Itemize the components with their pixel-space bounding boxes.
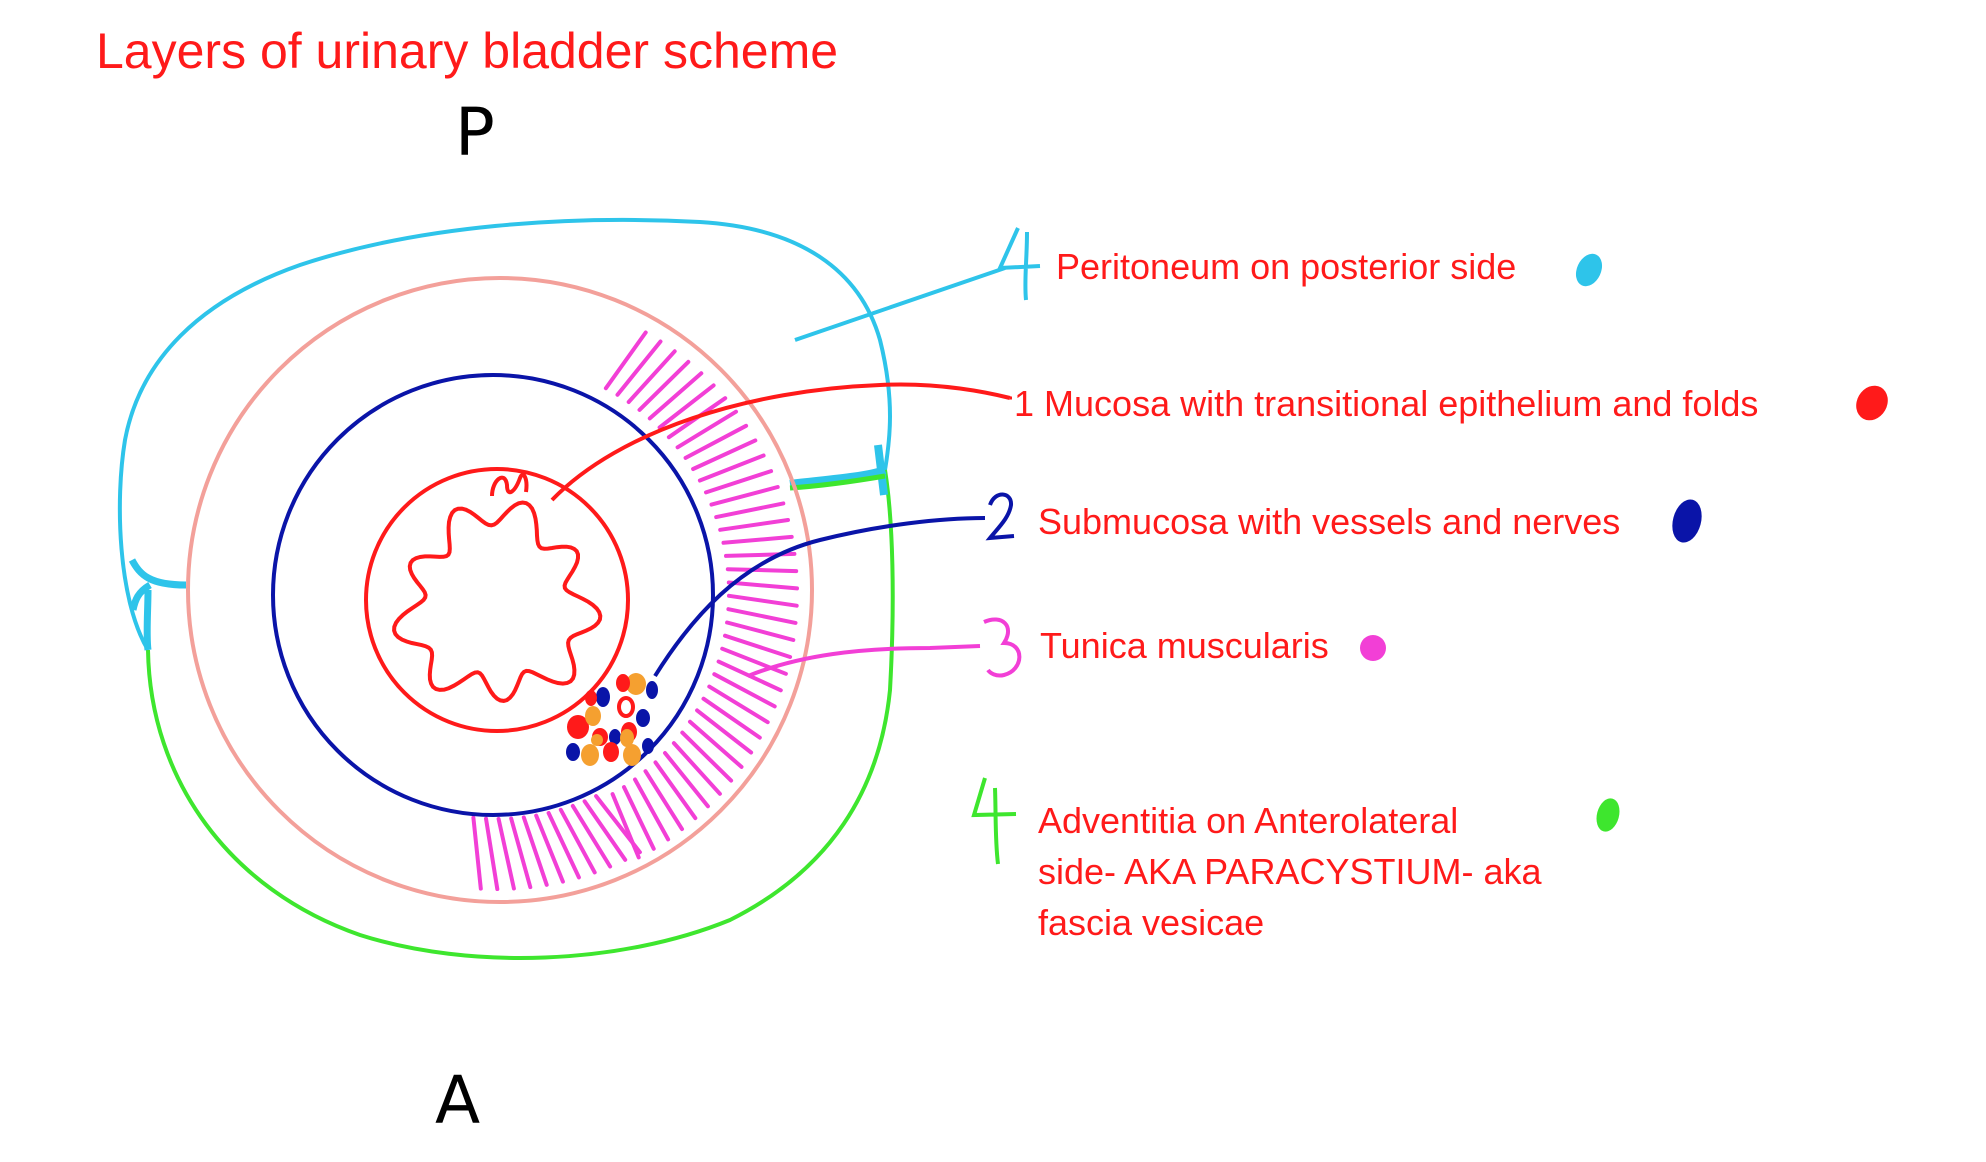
muscle-fiber-stroke [484,816,500,891]
muscle-fiber-stroke [622,785,656,851]
muscle-fiber-stroke [496,817,516,891]
muscle-fiber-stroke [582,799,628,862]
numeral-4-peritoneum [996,227,1041,301]
right-junction [789,444,888,496]
legend-adventitia-line-1: Adventitia on Anterolateral [1038,800,1459,841]
muscle-fiber-stroke [683,423,749,460]
right-junction-green [789,473,886,491]
muscle-fiber-stroke [725,567,799,574]
legend-peritoneum-label: Peritoneum on posterior side [1056,246,1517,287]
muscle-fiber-stroke [643,769,684,832]
epithelium-squiggle [490,472,529,497]
submucosa-ring [271,373,715,817]
muscle-fiber-stroke [701,696,762,740]
muscle-fiber-stroke [534,813,565,884]
muscle-fiber-stroke [726,607,798,625]
anterior-marker: A [435,1062,481,1139]
muscle-fiber-stroke [718,518,790,532]
swatch-muscularis [1360,635,1386,661]
legend-mucosa-label: 1 Mucosa with transitional epithelium an… [1014,378,1758,429]
muscle-fiber-stroke [707,684,770,725]
leader-muscularis [747,644,981,678]
muscle-fiber-stroke [546,811,581,880]
left-junction [128,558,187,651]
muscle-fiber-stroke [509,816,533,890]
mucosal-folds [392,500,603,703]
muscle-fiber-stroke [721,534,794,545]
legend-adventitia-line-3: fascia vesicae [1038,902,1265,943]
muscle-fiber-stroke [691,438,758,471]
swatch-submucosa [1672,499,1702,543]
muscle-fiber-stroke [603,330,648,391]
outer-ring [186,276,814,904]
muscle-fiber-stroke [657,383,716,430]
muscle-fiber-stroke [727,593,799,608]
muscle-fiber-stroke [697,453,766,483]
muscle-fiber-stroke [723,633,793,659]
leader-submucosa [653,516,986,678]
peritoneum-outline [117,217,892,652]
vessels-nerves-cluster [566,673,658,766]
adventitia-outline [146,469,895,960]
muscle-fiber-stroke [688,719,744,769]
muscle-fiber-stroke [558,807,597,875]
muscle-fiber-stroke [633,777,671,842]
muscularis-hatching [471,330,799,891]
muscle-fiber-stroke [714,501,786,520]
muscle-fiber-stroke [725,620,796,642]
muscle-fiber-stroke [471,815,483,891]
numeral-3-muscularis [983,617,1022,678]
muscle-fiber-stroke [594,794,642,855]
numeral-4-adventitia [971,777,1017,865]
legend-mucosa-text: Mucosa with transitional epithelium and … [1044,383,1759,424]
leader-mucosa [550,382,1011,502]
muscle-fiber-stroke [675,409,738,450]
muscle-fiber-stroke [647,371,704,421]
muscle-fiber-stroke [704,469,774,495]
muscle-fiber-stroke [671,741,722,796]
legend-adventitia-label: Adventitia on Anterolateral side- AKA PA… [1038,795,1542,948]
muscle-fiber-stroke [726,580,799,591]
swatch-peritoneum [1575,253,1603,287]
muscle-fiber-stroke [521,815,549,887]
muscle-fiber-stroke [626,349,677,404]
legend-mucosa-number: 1 [1014,383,1035,424]
muscle-fiber-stroke [615,339,663,397]
numeral-2-submucosa [985,492,1015,541]
diagram-title: Layers of urinary bladder scheme [96,23,839,79]
swatch-adventitia [1596,798,1620,832]
muscle-fiber-stroke [695,708,754,755]
posterior-marker: P [455,94,495,171]
muscle-fiber-stroke [680,730,734,783]
legend-muscularis-label: Tunica muscularis [1040,625,1329,666]
muscle-fiber-stroke [570,803,613,869]
muscle-fiber-stroke [720,646,788,676]
muscle-fiber-stroke [637,359,691,412]
muscle-fiber-stroke [663,751,710,809]
muscle-fiber-stroke [709,485,780,507]
muscle-fiber-stroke [712,672,777,709]
legend-adventitia-line-2: side- AKA PARACYSTIUM- aka [1038,851,1542,892]
mucosa-ring [364,467,630,733]
muscle-fiber-stroke [653,760,698,821]
swatch-mucosa [1856,385,1888,421]
legend-submucosa-label: Submucosa with vessels and nerves [1038,501,1621,542]
leader-peritoneum [794,266,1006,342]
